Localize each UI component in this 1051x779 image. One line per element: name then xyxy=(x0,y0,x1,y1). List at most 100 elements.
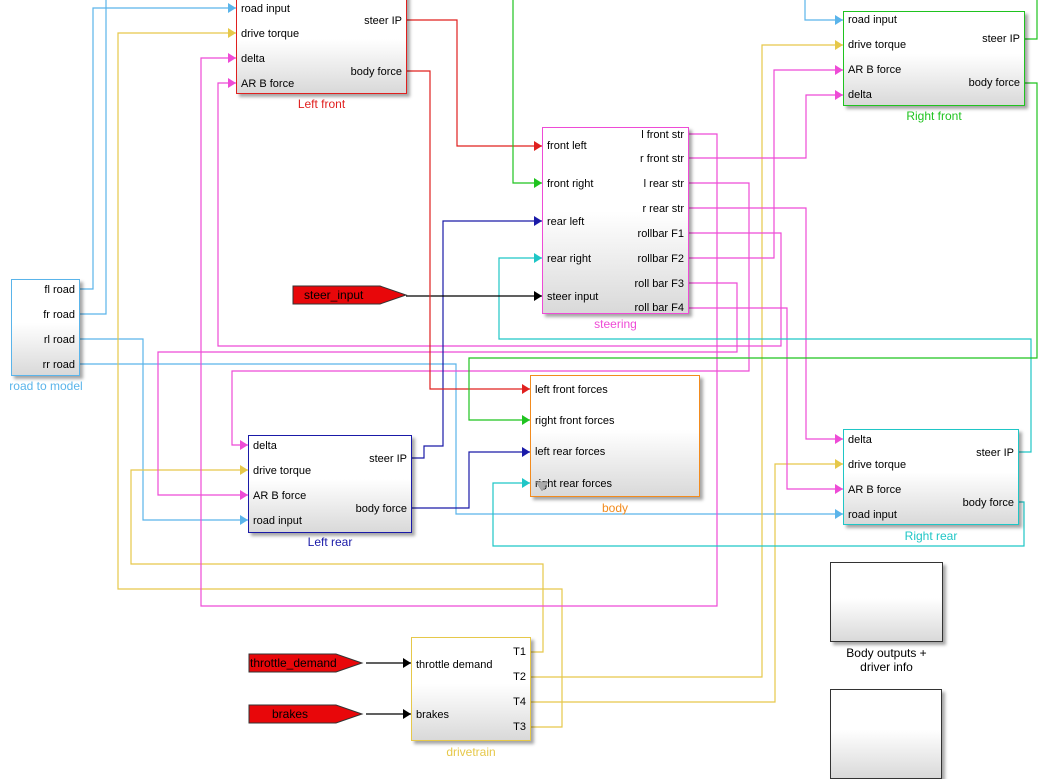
signal-arrowhead xyxy=(228,28,236,38)
signal-r-front-str[interactable] xyxy=(689,94,843,159)
block-drivetrain[interactable]: throttle demand brakes T1 T2 T4 T3 xyxy=(411,637,531,741)
port-brakes: brakes xyxy=(416,709,450,721)
signal-rr-steer[interactable] xyxy=(498,257,1032,453)
goto-label: steer_input xyxy=(304,288,364,302)
signal-arrowhead xyxy=(240,490,248,500)
port-arb-force: AR B force xyxy=(848,484,902,496)
port-steer-ip: steer IP xyxy=(364,15,402,27)
signal-rollbar-f4[interactable] xyxy=(689,307,843,490)
port-r-front-str: r front str xyxy=(639,153,684,165)
port-body-force: body force xyxy=(355,503,407,515)
signal-lf-body[interactable] xyxy=(407,70,530,390)
signal-l-rear-str[interactable] xyxy=(231,182,750,446)
port-arb-force: AR B force xyxy=(848,64,902,76)
block-right-rear[interactable]: delta drive torque AR B force road input… xyxy=(843,429,1019,525)
port-arb-force: AR B force xyxy=(253,490,307,502)
signal-arrowhead xyxy=(228,3,236,13)
port-throttle-demand: throttle demand xyxy=(416,659,493,671)
signal-arrowhead xyxy=(228,78,236,88)
signal-rollbar-f2[interactable] xyxy=(689,69,843,259)
signal-arrowhead xyxy=(228,53,236,63)
signal-rollbar-f3[interactable] xyxy=(157,282,738,496)
port-delta: delta xyxy=(253,440,277,452)
port-drive-torque: drive torque xyxy=(253,465,312,477)
block-body-outputs[interactable] xyxy=(830,562,943,642)
signal-rl-road[interactable] xyxy=(80,338,248,521)
signal-arrowhead xyxy=(835,90,843,100)
signal-t2[interactable] xyxy=(531,44,843,678)
signal-arrowhead xyxy=(835,65,843,75)
block-subsystem-bottom[interactable] xyxy=(830,689,942,779)
signal-arrowhead xyxy=(835,40,843,50)
port-steer-ip: steer IP xyxy=(982,33,1020,45)
block-label-steering: steering xyxy=(594,317,637,331)
signal-rf-steer-in[interactable] xyxy=(512,0,542,184)
block-right-front[interactable]: road input drive torque AR B force delta… xyxy=(843,11,1025,106)
signal-arrowhead xyxy=(522,415,530,425)
port-road-input: road input xyxy=(241,3,290,15)
port-road-input: road input xyxy=(848,14,897,26)
port-right-front-forces: right front forces xyxy=(535,415,615,427)
goto-brakes[interactable]: brakes xyxy=(248,704,366,724)
signal-t1[interactable] xyxy=(130,469,544,653)
signal-fl-road[interactable] xyxy=(80,7,236,290)
signal-r-rear-str[interactable] xyxy=(689,207,843,440)
port-road-input: road input xyxy=(253,515,302,527)
block-left-rear[interactable]: delta drive torque AR B force road input… xyxy=(248,435,412,533)
signal-fr-road[interactable] xyxy=(80,0,107,315)
signal-arrowhead xyxy=(240,515,248,525)
port-rollbar-f2: rollbar F2 xyxy=(637,253,684,265)
signal-fr-road-rf[interactable] xyxy=(804,0,843,21)
look-under-mask-icon[interactable] xyxy=(536,480,548,492)
port-t1: T1 xyxy=(513,646,526,658)
port-arb-force: AR B force xyxy=(241,78,295,90)
goto-throttle-demand[interactable]: throttle_demand xyxy=(248,653,366,673)
signal-t3[interactable] xyxy=(117,32,563,728)
block-road-to-model[interactable]: fl road fr road rl road rr road xyxy=(11,279,80,376)
signal-arrowhead xyxy=(403,658,411,668)
port-drive-torque: drive torque xyxy=(241,28,300,40)
port-body-force: body force xyxy=(968,77,1020,89)
port-r-rear-str: r rear str xyxy=(642,203,684,215)
signal-arrowhead xyxy=(534,253,542,263)
port-rear-right: rear right xyxy=(547,253,592,265)
port-rollbar-f1: rollbar F1 xyxy=(637,228,684,240)
port-fr-road: fr road xyxy=(43,309,75,321)
signal-lr-body[interactable] xyxy=(412,451,530,509)
signal-rf-body[interactable] xyxy=(468,82,1038,421)
signal-arrowhead xyxy=(522,384,530,394)
port-front-left: front left xyxy=(547,140,587,152)
port-t4: T4 xyxy=(513,696,526,708)
port-rr-road: rr road xyxy=(42,359,75,371)
signal-arrowhead xyxy=(534,216,542,226)
signal-rollbar-f1[interactable] xyxy=(217,82,782,347)
block-label-road-to-model: road to model xyxy=(9,379,83,393)
goto-steer-input[interactable]: steer_input xyxy=(292,285,410,305)
port-rollbar-f4: roll bar F4 xyxy=(634,302,684,314)
block-label-right-rear: Right rear xyxy=(904,529,958,543)
port-fl-road: fl road xyxy=(44,284,75,296)
signal-arrowhead xyxy=(522,478,530,488)
block-body[interactable]: left front forces right front forces lef… xyxy=(530,375,700,497)
block-label-drivetrain: drivetrain xyxy=(446,745,496,759)
signal-arrowhead xyxy=(534,141,542,151)
signal-rr-body[interactable] xyxy=(492,482,1025,547)
signal-arrowhead xyxy=(835,434,843,444)
port-body-force: body force xyxy=(962,497,1014,509)
block-steering[interactable]: front left front right rear left rear ri… xyxy=(542,127,689,314)
signal-arrowhead xyxy=(835,484,843,494)
goto-tag-shape xyxy=(248,653,364,673)
signal-rf-steer[interactable] xyxy=(1025,0,1038,40)
port-delta: delta xyxy=(848,89,872,101)
port-body-force: body force xyxy=(350,66,402,78)
block-label-left-rear: Left rear xyxy=(307,535,353,549)
block-left-front[interactable]: road input drive torque delta AR B force… xyxy=(236,0,407,94)
signal-lr-steer[interactable] xyxy=(412,220,542,459)
signal-t4[interactable] xyxy=(531,463,843,703)
port-drive-torque: drive torque xyxy=(848,459,907,471)
signal-arrowhead xyxy=(835,459,843,469)
signal-rr-road[interactable] xyxy=(80,363,843,515)
signal-lf-steer[interactable] xyxy=(407,19,542,147)
signal-l-front-str[interactable] xyxy=(200,57,718,607)
signal-arrowhead xyxy=(240,440,248,450)
